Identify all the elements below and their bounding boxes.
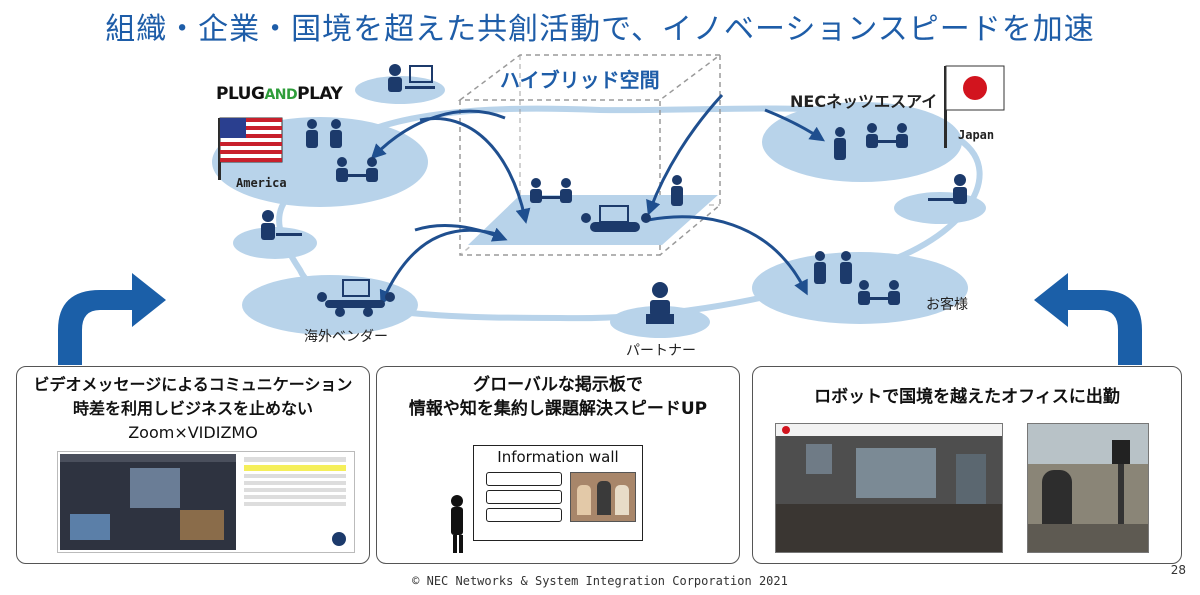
board-title: Information wall (497, 448, 619, 466)
logo-and: AND (264, 87, 298, 103)
arrow-to-hybrid-from-vendor (414, 224, 508, 242)
us-flag-icon (218, 117, 283, 180)
hybrid-space-label: ハイブリッド空間 (500, 68, 660, 92)
panel-robot-office: ロボットで国境を越えたオフィスに出勤 (752, 366, 1182, 564)
plugandplay-logo: PLUGANDPLAY (216, 84, 343, 104)
left-up-arrow-icon (58, 273, 166, 365)
right-desk-area (894, 192, 986, 224)
nec-label: NECネッツエスアイ (790, 92, 938, 111)
people-icons (261, 64, 967, 324)
logo-plug: PLUG (216, 84, 265, 104)
copyright: © NEC Networks & System Integration Corp… (412, 574, 788, 588)
panel-information-wall: グローバルな掲示板で 情報や知を集約し課題解決スピードUP Informatio… (376, 366, 740, 564)
transcript-panel (240, 454, 350, 550)
customer-label: お客様 (926, 297, 968, 313)
partner-label: パートナー (626, 343, 696, 359)
arrow-from-nec (646, 93, 724, 216)
robot-office-photo (1027, 423, 1149, 553)
page-title: 組織・企業・国境を超えた共創活動で、イノベーションスピードを加速 (105, 12, 1095, 47)
arrow-to-hybrid-from-top (419, 117, 531, 224)
america-label: America (236, 176, 287, 190)
video-app-screenshot (57, 451, 355, 553)
panel-video-message: ビデオメッセージによるコミュニケーション 時差を利用しビジネスを止めない Zoo… (16, 366, 370, 564)
panel-middle-line1: グローバルな掲示板で (473, 375, 643, 395)
japan-label: Japan (958, 128, 995, 142)
information-wall-board: Information wall (473, 445, 643, 541)
logo-play: PLAY (297, 84, 343, 104)
hybrid-diagram (58, 54, 1142, 365)
arrow-to-america (370, 109, 506, 160)
japan-flag-icon (944, 65, 1005, 148)
robot-remote-view (775, 423, 1003, 553)
presenter-icon (449, 495, 465, 555)
team-photo (570, 472, 636, 522)
panel-right-line1: ロボットで国境を越えたオフィスに出勤 (814, 387, 1120, 407)
panel-left-line1: ビデオメッセージによるコミュニケーション (33, 375, 353, 394)
panel-left-line3: Zoom×VIDIZMO (128, 423, 258, 442)
panel-middle-line2: 情報や知を集約し課題解決スピードUP (408, 399, 708, 419)
nec-area (762, 102, 962, 182)
right-up-arrow-icon (1034, 273, 1142, 365)
overseas-vendor-label: 海外ベンダー (304, 329, 388, 345)
arrow-to-customer (647, 215, 808, 296)
page-number: 28 (1170, 563, 1186, 577)
video-player-area (60, 454, 236, 550)
panel-left-line2: 時差を利用しビジネスを止めない (72, 399, 313, 418)
arrow-to-nec (764, 108, 825, 142)
